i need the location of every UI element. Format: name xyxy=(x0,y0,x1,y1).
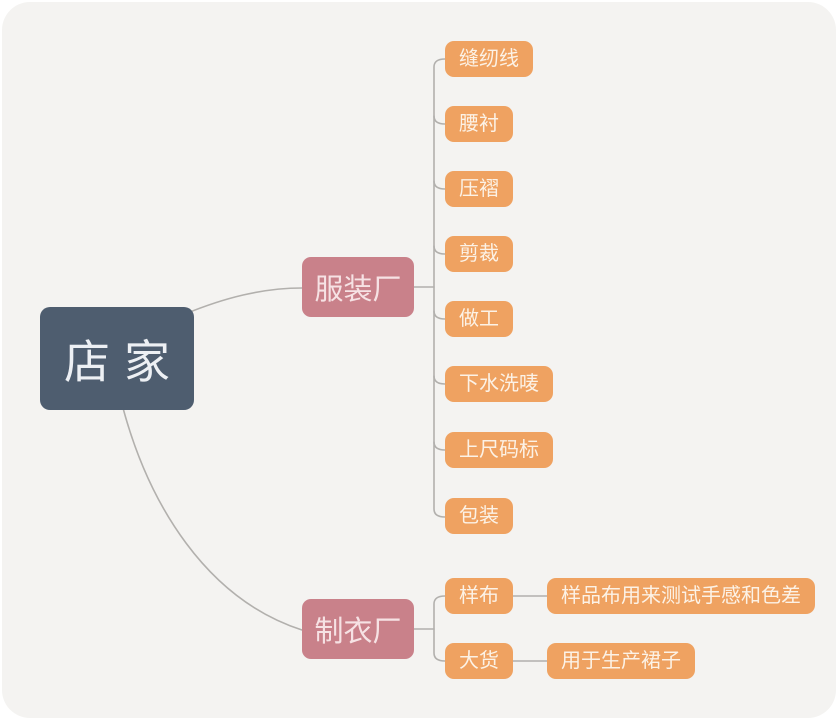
note-node-bulk-goods-description: 用于生产裙子 xyxy=(547,643,695,679)
link-elbow-size-label xyxy=(433,441,446,451)
link-garment-factory-spine xyxy=(433,58,446,518)
branch-node-clothing-factory: 制衣厂 xyxy=(302,599,414,659)
leaf-node-wash-label: 下水洗唛 xyxy=(445,366,553,402)
leaf-node-pleating: 压褶 xyxy=(445,171,513,207)
leaf-node-sample-fabric: 样布 xyxy=(445,578,513,614)
root-node-shopkeeper: 店家 xyxy=(40,307,194,410)
link-clothing-factory-spine xyxy=(433,595,446,662)
link-root-to-garment-factory xyxy=(184,287,303,315)
leaf-node-size-label: 上尺码标 xyxy=(445,432,553,468)
link-elbow-waist-lining xyxy=(433,115,446,125)
leaf-node-sewing-thread: 缝纫线 xyxy=(445,41,533,77)
link-elbow-workmanship xyxy=(433,310,446,320)
link-elbow-pleating xyxy=(433,180,446,190)
leaf-node-workmanship: 做工 xyxy=(445,301,513,337)
leaf-node-cutting: 剪裁 xyxy=(445,236,513,272)
link-elbow-wash-label xyxy=(433,375,446,385)
leaf-node-waist-lining: 腰衬 xyxy=(445,106,513,142)
note-node-sample-fabric-description: 样品布用来测试手感和色差 xyxy=(547,578,815,614)
leaf-node-bulk-goods: 大货 xyxy=(445,643,513,679)
link-elbow-cutting xyxy=(433,245,446,255)
link-root-to-clothing-factory xyxy=(122,407,303,631)
leaf-node-packaging: 包装 xyxy=(445,498,513,534)
branch-node-garment-factory: 服装厂 xyxy=(302,257,414,317)
